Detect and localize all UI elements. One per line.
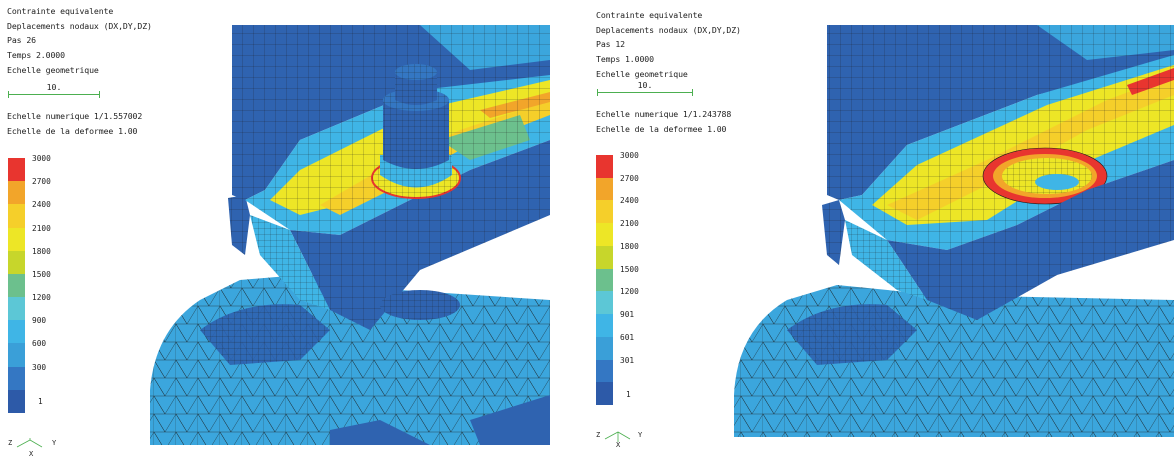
legend-swatch — [596, 268, 613, 292]
time-label: Temps 2.0000 — [7, 50, 65, 61]
legend-swatch — [596, 336, 613, 361]
scale-info-block: Echelle numerique 1/1.243788 Echelle de … — [596, 107, 731, 136]
time-label: Temps 1.0000 — [596, 54, 654, 65]
legend-swatch — [8, 273, 25, 298]
axis-z-label: Z — [8, 439, 13, 447]
legend-label: 301 — [620, 355, 635, 365]
legend-swatch — [8, 343, 25, 368]
axis-triad: Z Y X — [8, 436, 68, 457]
geometric-scale-value: 10. — [46, 82, 62, 92]
stress-color-legend: 3000 2700 2400 2100 1800 1500 1200 900 600 300 1 — [8, 154, 68, 414]
legend-label: 1500 — [620, 264, 639, 274]
legend-swatch — [8, 389, 25, 414]
numeric-scale-label: Echelle numerique 1/1.243788 — [596, 109, 732, 119]
result-info-block: Contrainte equivalente Deplacements noda… — [7, 4, 152, 77]
axis-z-label: Z — [596, 431, 601, 439]
legend-label: 1 — [626, 389, 631, 399]
axis-x-label: X — [29, 450, 34, 457]
legend-label: 3000 — [620, 151, 639, 160]
legend-swatch — [596, 382, 613, 406]
legend-label: 900 — [32, 316, 47, 326]
legend-label: 2700 — [32, 177, 51, 187]
plot-title: Contrainte equivalente — [7, 6, 114, 16]
geometric-scale-bar: 10. — [8, 82, 100, 98]
deformation-scale-label: Echelle de la deformee 1.00 — [7, 125, 138, 136]
deformation-scale-label: Echelle de la deformee 1.00 — [596, 123, 727, 134]
legend-label: 1800 — [32, 246, 51, 256]
legend-label: 1200 — [620, 287, 639, 297]
legend-swatch — [8, 158, 25, 182]
legend-swatch — [596, 291, 613, 315]
legend-label: 901 — [620, 310, 635, 320]
result-info-block: Contrainte equivalente Deplacements noda… — [596, 8, 741, 81]
legend-label: 2400 — [620, 196, 639, 206]
legend-swatch — [596, 177, 613, 201]
legend-swatch — [8, 320, 25, 344]
axis-y-label: Y — [638, 431, 643, 439]
legend-swatch — [596, 359, 613, 383]
stress-color-legend: 3000 2700 2400 2100 1800 1500 1200 901 601 301 1 — [596, 151, 656, 406]
legend-label: 3000 — [32, 154, 51, 163]
numeric-scale-label: Echelle numerique 1/1.557002 — [7, 111, 143, 121]
axis-x-label: X — [616, 441, 621, 449]
fea-mesh-view-right — [734, 25, 1174, 437]
legend-label: 1800 — [620, 241, 639, 251]
legend-label: 2700 — [620, 173, 639, 183]
legend-label: 1 — [38, 397, 43, 407]
geometric-scale-label: Echelle geometrique — [596, 68, 688, 79]
legend-swatch — [8, 181, 25, 205]
right-result-panel: Contrainte equivalente Deplacements noda… — [587, 0, 1174, 457]
legend-label: 1200 — [32, 293, 51, 303]
axis-triad: Z Y X — [596, 428, 656, 450]
legend-swatch — [596, 314, 613, 338]
legend-label: 2100 — [32, 223, 51, 233]
fea-mesh-view-left — [150, 25, 550, 445]
legend-label: 600 — [32, 339, 47, 349]
geometric-scale-bar: 10. — [597, 80, 693, 96]
legend-label: 300 — [32, 362, 47, 372]
displacement-label: Deplacements nodaux (DX,DY,DZ) — [7, 20, 152, 31]
geometric-scale-value: 10. — [637, 80, 653, 90]
legend-swatch — [8, 204, 25, 229]
legend-swatch — [8, 227, 25, 252]
legend-label: 601 — [620, 332, 635, 342]
plot-title: Contrainte equivalente — [596, 10, 703, 20]
legend-swatch — [8, 297, 25, 321]
legend-label: 1500 — [32, 269, 51, 279]
legend-swatch — [596, 245, 613, 270]
step-label: Pas 12 — [596, 39, 625, 50]
left-result-panel: Contrainte equivalente Deplacements noda… — [7, 4, 550, 457]
legend-swatch — [596, 155, 613, 179]
legend-swatch — [596, 223, 613, 247]
legend-swatch — [596, 200, 613, 224]
legend-label: 2100 — [620, 219, 639, 229]
axis-y-label: Y — [52, 439, 57, 447]
legend-swatch — [8, 366, 25, 391]
legend-label: 2400 — [32, 200, 51, 210]
legend-swatch — [8, 250, 25, 275]
step-label: Pas 26 — [7, 35, 36, 46]
scale-info-block: Echelle numerique 1/1.557002 Echelle de … — [7, 109, 142, 138]
displacement-label: Deplacements nodaux (DX,DY,DZ) — [596, 24, 741, 35]
geometric-scale-label: Echelle geometrique — [7, 64, 99, 75]
